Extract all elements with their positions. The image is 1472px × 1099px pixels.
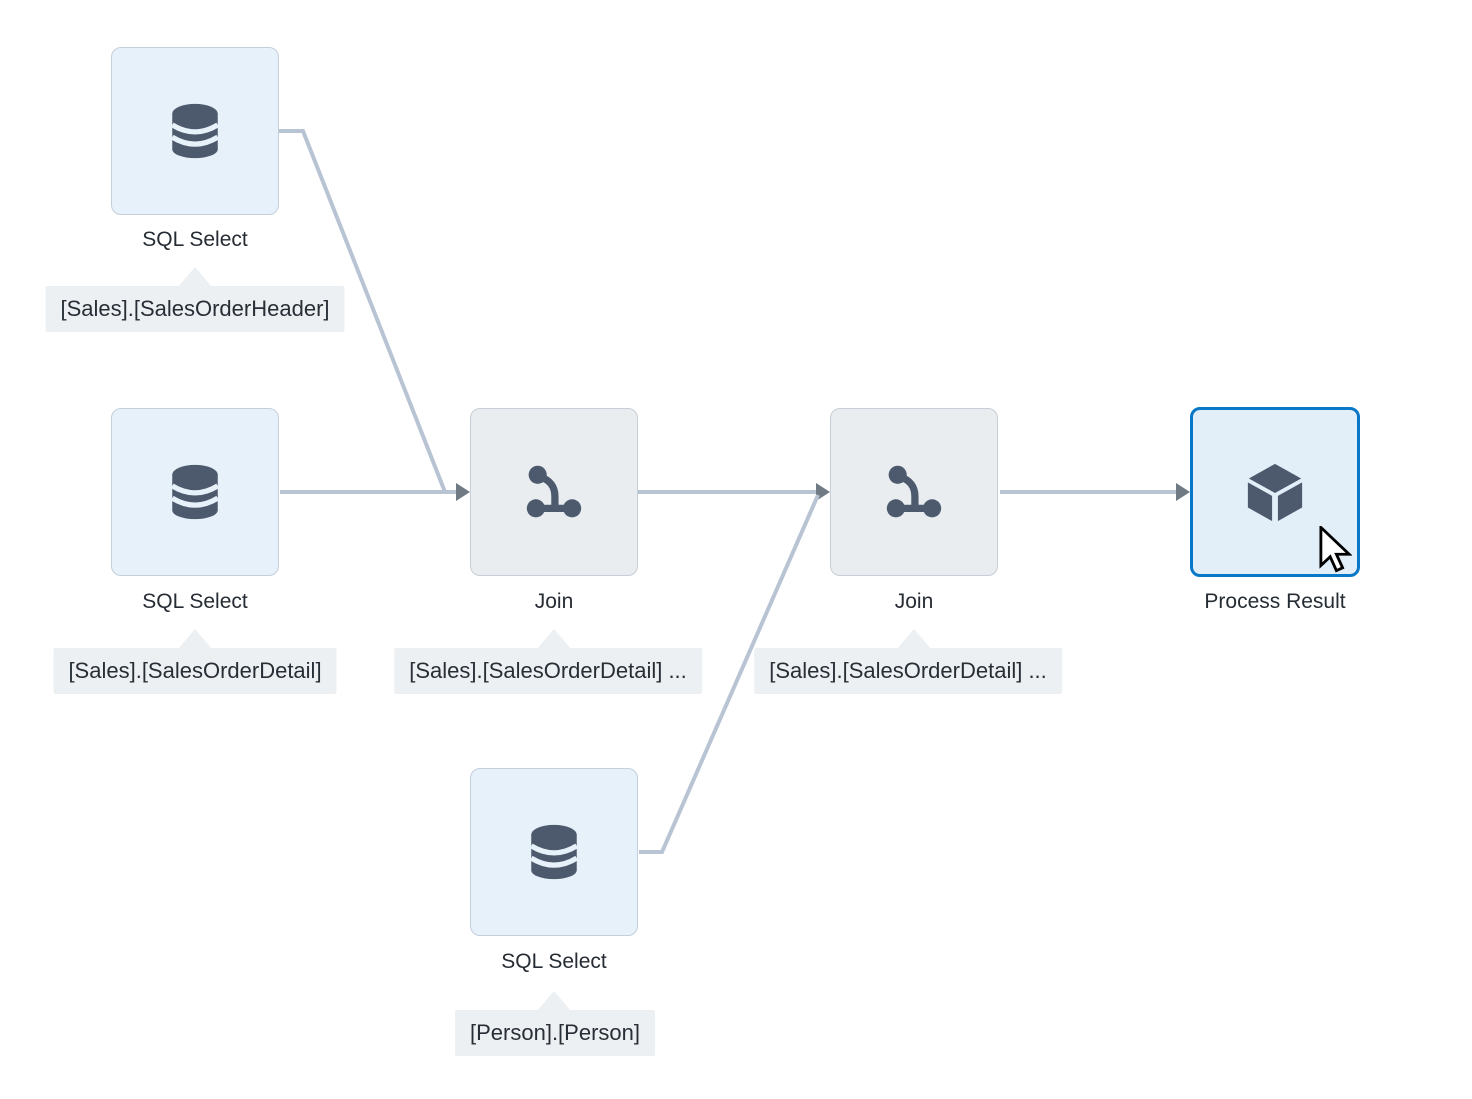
node-sql-select-1[interactable] — [111, 47, 279, 215]
edge-sql3-to-join2[interactable] — [639, 494, 820, 854]
tooltip-caret — [897, 629, 931, 649]
node-label: Process Result — [1204, 590, 1346, 613]
edge-join2-to-process-result[interactable] — [1000, 483, 1190, 501]
node-tooltip: [Sales].[SalesOrderHeader] — [45, 286, 345, 332]
edge-sql2-to-join1[interactable] — [280, 483, 470, 501]
cube-icon — [1247, 463, 1303, 522]
node-sql-select-2[interactable] — [111, 408, 279, 576]
node-label: Join — [894, 590, 934, 613]
tooltip-caret — [178, 267, 212, 287]
node-tooltip: [Sales].[SalesOrderDetail] — [53, 648, 337, 694]
database-icon — [170, 103, 220, 159]
node-process-result[interactable] — [1190, 407, 1360, 577]
tooltip-caret — [178, 629, 212, 649]
edge-join1-to-join2[interactable] — [638, 483, 830, 501]
node-sql-select-3[interactable] — [470, 768, 638, 936]
join-icon — [526, 465, 582, 518]
database-icon — [170, 464, 220, 520]
tooltip-caret — [537, 991, 571, 1011]
database-icon — [529, 824, 579, 880]
tooltip-caret — [537, 629, 571, 649]
node-join-2[interactable] — [830, 408, 998, 576]
arrowhead-icon — [456, 483, 470, 501]
join-icon — [886, 465, 942, 518]
node-label: SQL Select — [142, 590, 248, 613]
node-tooltip: [Sales].[SalesOrderDetail] ... — [394, 648, 702, 694]
node-tooltip: [Person].[Person] — [455, 1010, 655, 1056]
arrowhead-icon — [1176, 483, 1190, 501]
node-tooltip: [Sales].[SalesOrderDetail] ... — [754, 648, 1062, 694]
node-label: SQL Select — [142, 228, 248, 251]
node-label: SQL Select — [501, 950, 607, 973]
node-label: Join — [534, 590, 574, 613]
node-join-1[interactable] — [470, 408, 638, 576]
